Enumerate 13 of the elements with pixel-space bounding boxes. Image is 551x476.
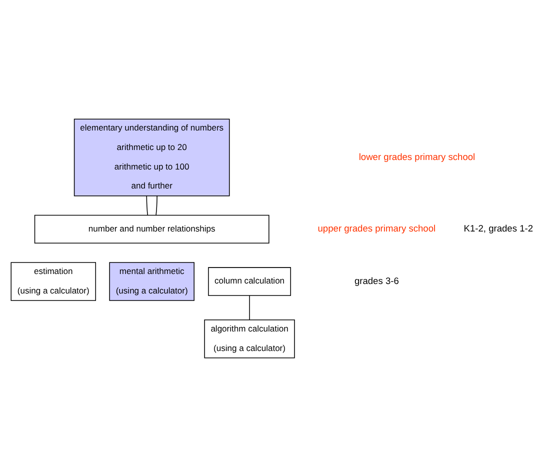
connector bbox=[249, 294, 250, 320]
node-box: mental arithmetic (using a calculator) bbox=[109, 262, 194, 300]
connector bbox=[146, 195, 148, 216]
label: K1-2, grades 1-2 bbox=[464, 223, 534, 234]
node-box: number and number relationships bbox=[34, 214, 270, 244]
node-box: estimation (using a calculator) bbox=[10, 262, 96, 300]
node-box: algorithm calculation (using a calculator) bbox=[204, 319, 295, 358]
connector bbox=[156, 195, 158, 216]
label: lower grades primary school bbox=[358, 151, 476, 162]
label: grades 3-6 bbox=[354, 275, 399, 286]
node-box: column calculation bbox=[208, 266, 291, 296]
label: upper grades primary school bbox=[318, 223, 436, 234]
node-box: elementary understanding of numbers arithmetic up to 20 arithmetic up to 100 and further bbox=[74, 118, 230, 196]
